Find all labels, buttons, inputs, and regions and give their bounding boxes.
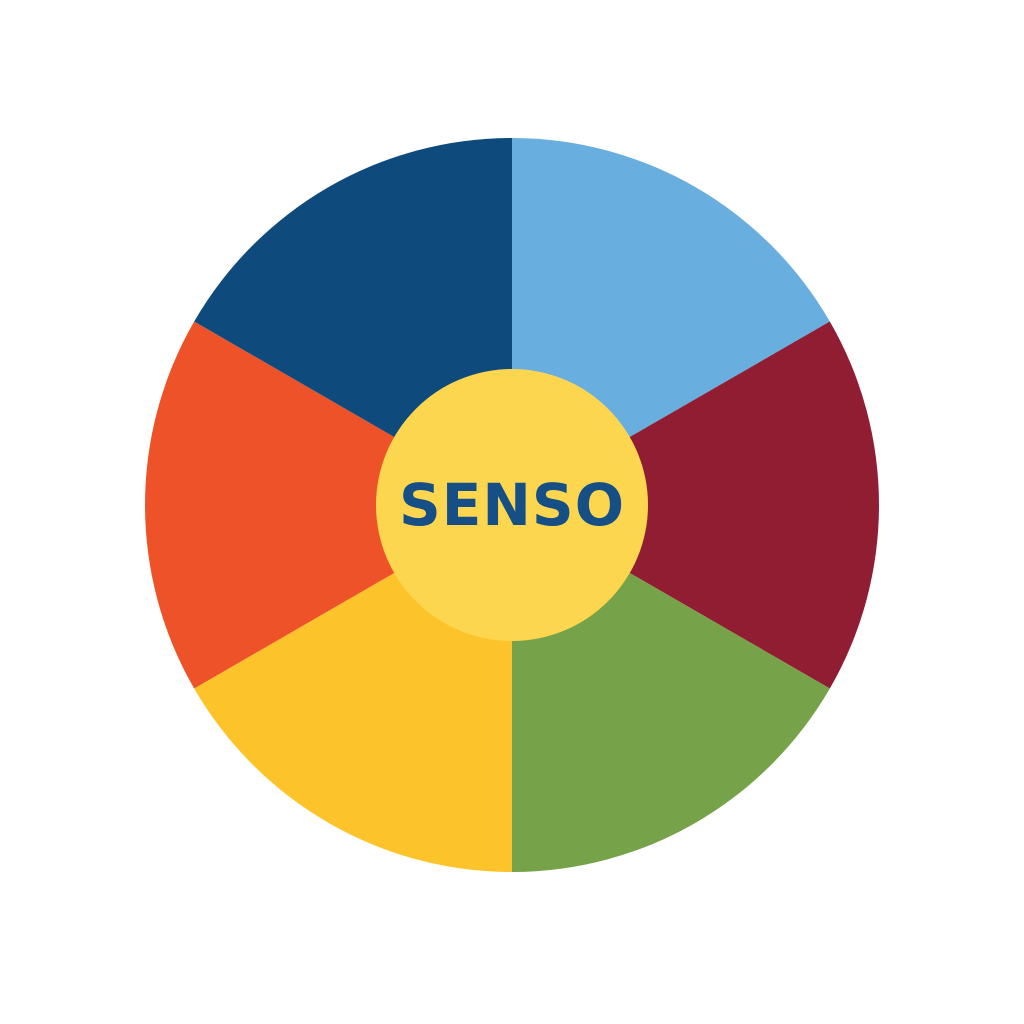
center-label: SENSO bbox=[399, 471, 625, 539]
center-hub bbox=[376, 369, 648, 641]
segment-right bbox=[512, 321, 879, 689]
segment-left bbox=[145, 321, 512, 689]
